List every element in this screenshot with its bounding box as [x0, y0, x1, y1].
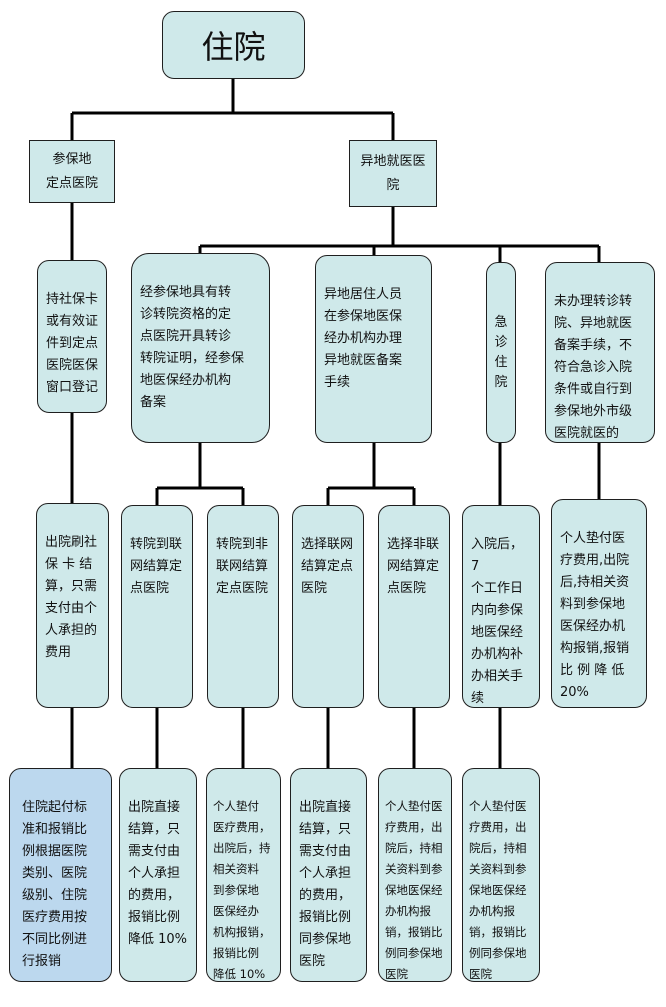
emergency-process-node: 入院后，7 个工作日 内向参保 地医保经 办机构补 办相关手 续	[462, 505, 540, 708]
no-referral-node: 未办理转诊转 院、异地就医 备案手续，不 符合急诊入院 条件或自行到 参保地外市…	[545, 262, 655, 443]
referral-text: 经参保地具有转 诊转院资格的定 点医院开具转诊 转院证明，经参保 地医保经办机构…	[140, 285, 245, 410]
resident-network-text: 选择联网 结算定点 医院	[301, 537, 354, 596]
local-note-text: 住院起付标 准和报销比 例根据医院 类别、医院 级别、住院 医疗费用按 不同比例…	[22, 800, 88, 969]
resident-network-node: 选择联网 结算定点 医院	[292, 505, 364, 708]
emergency-text: 急诊住院	[494, 314, 508, 390]
resident-non-network-node: 选择非联 网结算定 点医院	[378, 505, 450, 708]
branch-local-hospital: 参保地 定点医院	[29, 140, 115, 203]
local-discharge-node: 出院刷社 保 卡 结 算，只需 支付由个 人承担的 费用	[36, 503, 109, 708]
referral-direct-node: 出院直接 结算，只 需支付由 个人承担 的费用， 报销比例 降低 10%	[119, 768, 197, 982]
resident-direct-node: 出院直接 结算，只 需支付由 个人承担 的费用， 报销比例 同参保地 医院	[290, 768, 367, 982]
referral-non-network-text: 转院到非 联网结算 定点医院	[216, 537, 269, 596]
emergency-self-pay-text: 个人垫付医 疗费用，出 院后，持相 关资料到参 保地医保经 办机构报 销，报销比…	[469, 799, 527, 981]
local-note-node: 住院起付标 准和报销比 例根据医院 类别、医院 级别、住院 医疗费用按 不同比例…	[9, 768, 112, 982]
remote-resident-node: 异地居住人员 在参保地医保 经办机构办理 异地就医备案 手续	[315, 255, 432, 443]
branch-remote-label: 异地就医医 院	[360, 153, 426, 193]
resident-self-pay-node: 个人垫付医 疗费用，出 院后，持相 关资料到参 保地医保经 办机构报 销，报销比…	[378, 768, 452, 982]
root-label: 住院	[201, 28, 266, 66]
root-node: 住院	[162, 11, 305, 79]
self-pay-text: 个人垫付医 疗费用,出院 后,持相关资 料到参保地 医保经办机 构报销,报销 比…	[560, 531, 630, 700]
referral-self-pay-node: 个人垫付 医疗费用， 出院后，持 相关资料 到参保地 医保经办 机构报销， 报销…	[206, 768, 281, 982]
referral-direct-text: 出院直接 结算，只 需支付由 个人承担 的费用， 报销比例 降低 10%	[128, 800, 188, 947]
local-register-node: 持社保卡 或有效证 件到定点 医院医保 窗口登记	[37, 260, 107, 413]
referral-self-pay-text: 个人垫付 医疗费用， 出院后，持 相关资料 到参保地 医保经办 机构报销， 报销…	[213, 799, 271, 981]
referral-network-text: 转院到联 网结算定 点医院	[130, 537, 183, 596]
resident-self-pay-text: 个人垫付医 疗费用，出 院后，持相 关资料到参 保地医保经 办机构报 销，报销比…	[385, 799, 443, 981]
local-discharge-text: 出院刷社 保 卡 结 算，只需 支付由个 人承担的 费用	[45, 535, 98, 660]
referral-network-node: 转院到联 网结算定 点医院	[121, 505, 193, 708]
branch-local-label: 参保地 定点医院	[45, 151, 98, 191]
emergency-self-pay-node: 个人垫付医 疗费用，出 院后，持相 关资料到参 保地医保经 办机构报 销，报销比…	[462, 768, 540, 982]
resident-non-network-text: 选择非联 网结算定 点医院	[387, 537, 440, 596]
referral-node: 经参保地具有转 诊转院资格的定 点医院开具转诊 转院证明，经参保 地医保经办机构…	[131, 253, 270, 443]
branch-remote-hospital: 异地就医医 院	[349, 140, 437, 207]
self-pay-node: 个人垫付医 疗费用,出院 后,持相关资 料到参保地 医保经办机 构报销,报销 比…	[551, 499, 647, 708]
no-referral-text: 未办理转诊转 院、异地就医 备案手续，不 符合急诊入院 条件或自行到 参保地外市…	[554, 294, 633, 441]
resident-direct-text: 出院直接 结算，只 需支付由 个人承担 的费用， 报销比例 同参保地 医院	[299, 800, 352, 969]
emergency-node: 急诊住院	[486, 262, 516, 443]
referral-non-network-node: 转院到非 联网结算 定点医院	[207, 505, 279, 708]
local-register-text: 持社保卡 或有效证 件到定点 医院医保 窗口登记	[46, 292, 99, 395]
emergency-process-text: 入院后，7 个工作日 内向参保 地医保经 办机构补 办相关手 续	[471, 537, 524, 706]
remote-resident-text: 异地居住人员 在参保地医保 经办机构办理 异地就医备案 手续	[324, 287, 403, 390]
